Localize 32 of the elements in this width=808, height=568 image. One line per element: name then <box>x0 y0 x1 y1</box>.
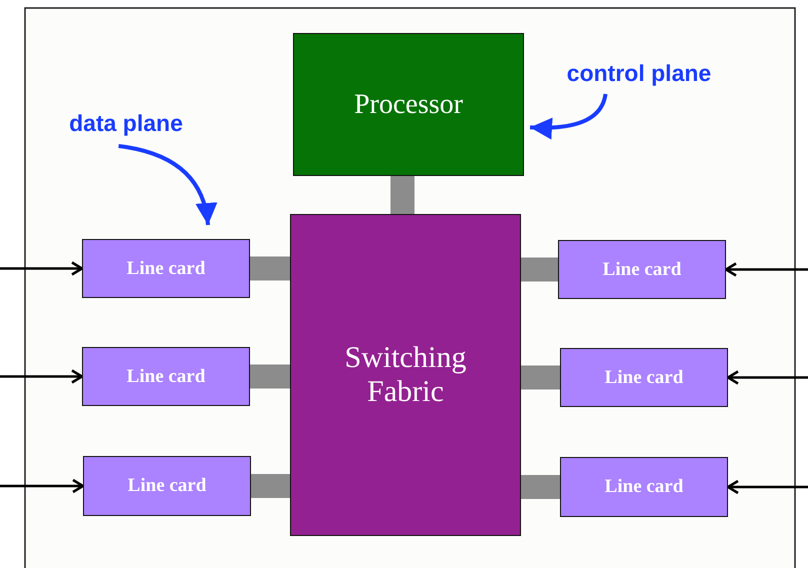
connector-bar <box>250 256 290 280</box>
arrow <box>0 261 84 276</box>
connector-bar <box>251 474 290 498</box>
box-label: Line card <box>128 475 206 497</box>
line-card-box <box>82 347 250 406</box>
box-label: Line card <box>604 366 684 388</box>
box-label: Switching Fabric <box>344 341 468 409</box>
box-label: Line card <box>126 366 206 388</box>
arrow <box>724 262 808 277</box>
curved-arrow <box>530 94 608 140</box>
arrow <box>0 369 84 384</box>
box-label: Processor <box>354 88 463 120</box>
connector-bar <box>521 258 558 282</box>
connector-bar <box>390 176 414 214</box>
connector-bar <box>250 364 290 388</box>
connector-bar <box>521 366 560 390</box>
fabric-box <box>290 214 521 536</box>
annotation-text: data plane <box>52 106 200 140</box>
arrow <box>726 480 808 494</box>
line-card-box <box>560 348 728 407</box>
processor-box <box>293 33 524 176</box>
box-label: Line card <box>604 476 684 498</box>
box-label: Line card <box>602 258 682 280</box>
line-card-box <box>82 239 250 298</box>
box-label: Line card <box>126 258 206 280</box>
line-card-box <box>83 456 251 516</box>
annotation-text: control plane <box>546 56 732 90</box>
line-card-box <box>560 457 728 517</box>
curved-arrow <box>118 144 216 226</box>
line-card-box <box>558 240 726 299</box>
arrow <box>726 370 808 385</box>
arrow <box>0 478 84 494</box>
